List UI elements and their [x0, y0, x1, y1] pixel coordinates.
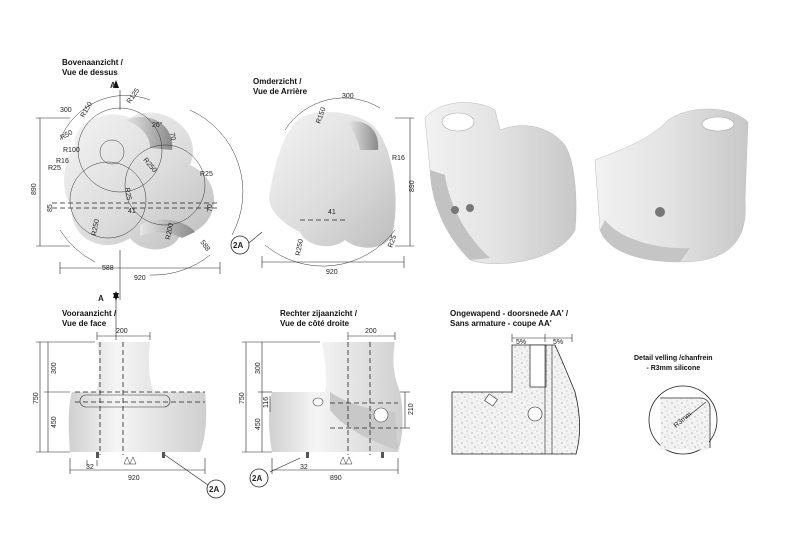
- dim-side-750: 750: [239, 392, 246, 404]
- dim-rear-r16: R16: [392, 155, 405, 162]
- callout-2a-top-label: 2A: [233, 241, 243, 250]
- dim-top-890: 890: [31, 183, 38, 195]
- title-detail-chamfer: Detail velling /chanfrein- R3mm silicone: [634, 355, 713, 372]
- title-front-view: Vooraanzicht /Vue de face: [62, 309, 117, 328]
- render-1-hole-b: [466, 204, 474, 212]
- top-view-shadow-lower: [140, 219, 195, 238]
- dim-rear-920: 920: [326, 269, 338, 276]
- dim-side-300: 300: [255, 362, 262, 374]
- section-hole-slot: [484, 393, 498, 407]
- dim-front-450: 450: [51, 416, 58, 428]
- dim-top-r250-bottom: R250: [91, 219, 101, 237]
- dim-top-r16: R16: [56, 158, 69, 165]
- dim-top-920: 920: [134, 275, 146, 282]
- callout-2a-side: 2A: [252, 474, 262, 483]
- top-view-hole: [99, 139, 125, 165]
- section-hole-round: [527, 406, 543, 422]
- dim-side-32: 32: [300, 464, 308, 471]
- section-drawing: 5% 5%: [451, 334, 581, 455]
- title-rear-view: Omderzicht /Vue de Arrière: [253, 77, 308, 96]
- dim-front-300: 300: [51, 362, 58, 374]
- dim-top-r25-right: R25: [200, 171, 213, 178]
- front-view-drawing: A 200 300 750 450 32 920 2A: [33, 291, 226, 499]
- top-view-drawing: A 300 R150 R125 26° 70 R50 R100 R16 R250…: [31, 80, 244, 301]
- detail-chamfer-drawing: R3mm: [648, 385, 718, 455]
- dim-front-920: 920: [128, 475, 140, 482]
- dim-top-70: 70: [168, 132, 176, 141]
- dim-side-450: 450: [255, 418, 262, 430]
- dim-side-116: 116: [263, 397, 270, 408]
- dim-top-41: 41: [128, 208, 136, 215]
- dim-top-r200: R200: [165, 223, 175, 241]
- section-top-cavity: [529, 344, 547, 388]
- dim-front-32: 32: [86, 464, 94, 471]
- render-1-hole-a: [451, 206, 459, 214]
- render-2-top-hole: [701, 116, 735, 132]
- dim-side-210: 210: [408, 403, 415, 415]
- dim-top-r100: R100: [63, 147, 80, 154]
- rear-view-shadow: [348, 121, 379, 150]
- rear-view-body: [269, 111, 396, 248]
- side-view-hole-large: [373, 407, 389, 423]
- dim-front-750: 750: [33, 392, 40, 404]
- dim-top-588-left: 588: [102, 265, 114, 272]
- side-view-drawing: 200 300 750 116 450 210 32 890 2A: [239, 328, 415, 488]
- callout-2a-front: 2A: [209, 485, 219, 494]
- callout-2a-top: 2A: [230, 231, 263, 255]
- dim-top-r150: R150: [80, 101, 94, 119]
- dim-side-200: 200: [365, 328, 377, 335]
- dim-rear-r250: R250: [295, 239, 305, 257]
- dim-top-26deg: 26°: [152, 121, 163, 129]
- render-1-top-hole: [441, 112, 475, 132]
- title-side-view: Rechter zijaanzicht /Vue de côté droite: [280, 309, 357, 328]
- dim-top-r50: R50: [60, 129, 75, 142]
- dim-rear-300: 300: [342, 93, 354, 100]
- dim-rear-r25: R25: [387, 234, 398, 249]
- section-arrow-front-icon: [113, 291, 119, 298]
- dim-top-70b: 70: [207, 204, 214, 212]
- front-view-slot: [79, 394, 171, 408]
- dim-top-r125: R125: [126, 87, 141, 105]
- render-perspective-2: [594, 108, 749, 263]
- rear-view-drawing: 300 R150 R16 890 41 R250 R25 920: [261, 93, 416, 276]
- dim-rear-890: 890: [409, 180, 416, 192]
- render-perspective-1: [424, 102, 577, 264]
- section-mark-a-front: A: [98, 294, 104, 303]
- dim-section-pct-left: 5%: [516, 339, 526, 346]
- dim-side-890: 890: [330, 475, 342, 482]
- dim-rear-41: 41: [328, 209, 336, 216]
- title-top-view: Bovenaanzicht /Vue de dessus: [62, 58, 123, 77]
- dim-front-200: 200: [116, 328, 128, 335]
- side-view-hole-small: [312, 397, 324, 407]
- dim-top-300: 300: [60, 107, 72, 114]
- dim-section-pct-right: 5%: [553, 339, 563, 346]
- render-2-side-hole: [655, 207, 665, 217]
- dim-top-588-right: 588: [198, 239, 210, 253]
- dim-top-r25-mid: R25: [123, 187, 132, 201]
- top-view-shadow-upper: [125, 116, 173, 150]
- dim-top-r25-left: R25: [48, 165, 61, 172]
- title-section-view: Ongewapend - doorsnede AA' /Sans armatur…: [450, 309, 569, 328]
- section-mark-a-top: A: [110, 81, 116, 90]
- section-arrow-top-icon: [113, 80, 119, 88]
- dim-top-85: 85: [47, 204, 54, 212]
